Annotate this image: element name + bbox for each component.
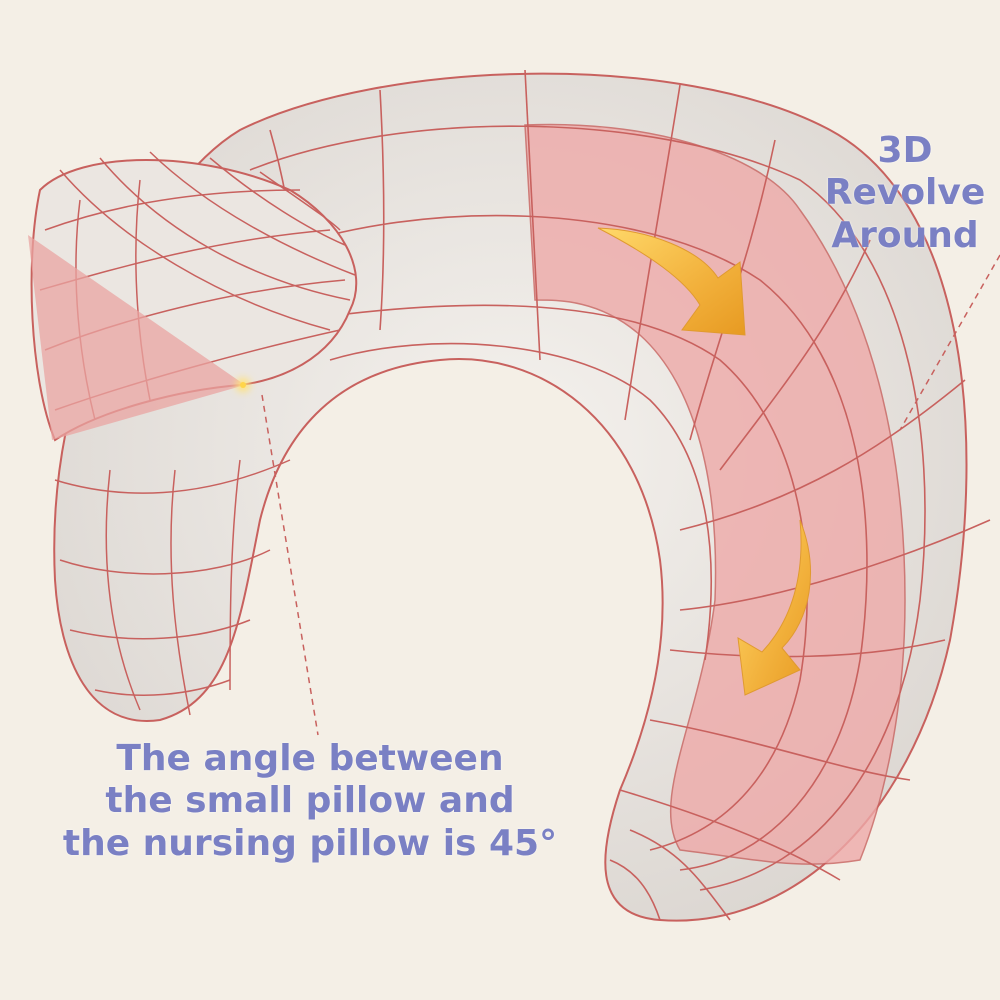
angle-vertex-point: [240, 382, 246, 388]
revolve-annotation: 3D Revolve Around: [810, 130, 1000, 257]
angle-annotation-line-3: the nursing pillow is 45°: [62, 822, 558, 864]
revolve-annotation-line-2: Revolve: [824, 172, 986, 214]
angle-leader-line: [261, 394, 319, 736]
revolve-annotation-line-1: 3D: [877, 130, 933, 171]
small-wedge-pillow: [28, 151, 358, 442]
wireframe-longitudes: [249, 125, 926, 891]
angle-annotation: The angle between the small pillow and t…: [30, 738, 590, 865]
left-end-grid: [54, 459, 291, 716]
revolve-highlight-band: [524, 123, 906, 865]
revolve-annotation-line-3: Around: [831, 214, 979, 256]
revolve-leader-line: [899, 254, 1000, 431]
curved-arrow-icon: [737, 519, 811, 696]
curved-arrow-icon: [597, 227, 746, 336]
angle-annotation-line-2: the small pillow and: [105, 780, 515, 822]
angle-annotation-line-1: The angle between: [116, 738, 504, 779]
angle-wedge: [28, 235, 245, 440]
